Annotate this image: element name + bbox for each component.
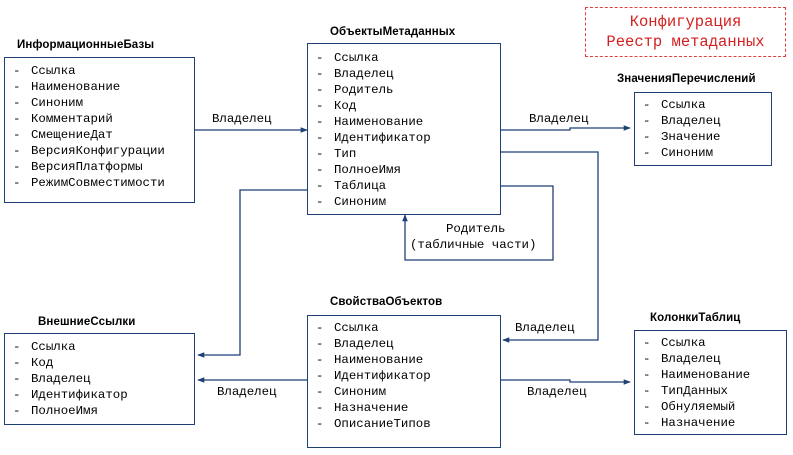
edge-obekty-to-znacheniya <box>501 125 631 131</box>
field: -Наименование <box>643 368 751 382</box>
field: -Владелец <box>13 372 91 386</box>
edge-label-svoystva-to-vneshnie: Владелец <box>217 385 277 399</box>
entity-title: ОбъектыМетаданных <box>330 26 456 38</box>
field: -СмещениеДат <box>13 128 113 142</box>
field: -ОписаниеТипов <box>316 417 431 431</box>
entity-body: -Ссылка -Владелец -Родитель -Код -Наимен… <box>307 43 501 215</box>
field: -РежимСовместимости <box>13 176 165 190</box>
edge-obekty-to-vneshnie <box>197 189 307 358</box>
edge-label-bazy-to-obekty: Владелец <box>212 112 272 126</box>
entity-body: -Ссылка -Наименование -Синоним -Коммента… <box>4 57 195 203</box>
entity-title: ЗначенияПеречислений <box>617 73 756 85</box>
field: -Комментарий <box>13 112 113 126</box>
field: -ПолноеИмя <box>316 163 401 177</box>
field: -Родитель <box>316 83 394 97</box>
field: -Код <box>316 99 357 113</box>
configuration-subtitle: Реестр метаданных <box>606 33 765 51</box>
entity-body: -Ссылка -Код -Владелец -Идентификатор -П… <box>4 333 195 425</box>
edge-label-parent-self-line2: (табличные части) <box>410 238 537 252</box>
configuration-title: Конфигурация <box>629 13 742 31</box>
field: -Таблица <box>316 179 387 193</box>
edge-label-parent-self-line1: Родитель <box>446 222 506 236</box>
edge-label-svoystva-to-kolonki: Владелец <box>527 385 587 399</box>
field: -Код <box>13 356 54 370</box>
entity-title: ВнешниеСсылки <box>38 316 136 328</box>
field: -Наименование <box>13 80 121 94</box>
edge-obekty-to-svoystva <box>501 151 599 343</box>
entity-body: -Ссылка -Владелец -Наименование -ТипДанн… <box>634 330 787 435</box>
field: -Назначение <box>316 401 409 415</box>
field: -Владелец <box>643 352 721 366</box>
edge-label-obekty-to-svoystva: Владелец <box>515 321 575 335</box>
field: -Идентификатор <box>13 388 128 402</box>
entity-title: ИнформационныеБазы <box>17 39 155 51</box>
field: -Ссылка <box>643 98 706 112</box>
field: -Наименование <box>316 353 424 367</box>
field: -Ссылка <box>13 64 76 78</box>
field: -ТипДанных <box>643 384 728 398</box>
field: -Наименование <box>316 115 424 129</box>
edge-label-obekty-to-znacheniya: Владелец <box>529 112 589 126</box>
edge-parent-self <box>402 185 554 261</box>
field: -Синоним <box>316 385 387 399</box>
field: -Ссылка <box>643 336 706 350</box>
field: -Ссылка <box>316 51 379 65</box>
entity-body: -Ссылка -Владелец -Наименование -Идентиф… <box>307 315 501 448</box>
configuration-header: Конфигурация Реестр метаданных <box>585 7 786 57</box>
entity-title: КолонкиТаблиц <box>650 312 741 324</box>
field: -ВерсияКонфигурации <box>13 144 165 158</box>
field: -Владелец <box>316 337 394 351</box>
field: -Синоним <box>316 195 387 209</box>
field: -Идентификатор <box>316 131 431 145</box>
entity-body: -Ссылка -Владелец -Значение -Синоним <box>634 92 772 166</box>
field: -Назначение <box>643 416 736 430</box>
edge-svoystva-to-kolonki <box>501 379 631 385</box>
field: -Ссылка <box>316 321 379 335</box>
field: -Обнуляемый <box>643 400 736 414</box>
field: -Владелец <box>643 114 721 128</box>
field: -Ссылка <box>13 340 76 354</box>
field: -Синоним <box>643 146 714 160</box>
field: -Синоним <box>13 96 84 110</box>
field: -Тип <box>316 147 357 161</box>
field: -Значение <box>643 130 721 144</box>
entity-title: СвойстваОбъектов <box>330 296 443 308</box>
field: -ПолноеИмя <box>13 404 98 418</box>
field: -Владелец <box>316 67 394 81</box>
field: -ВерсияПлатформы <box>13 160 143 174</box>
field: -Идентификатор <box>316 369 431 383</box>
